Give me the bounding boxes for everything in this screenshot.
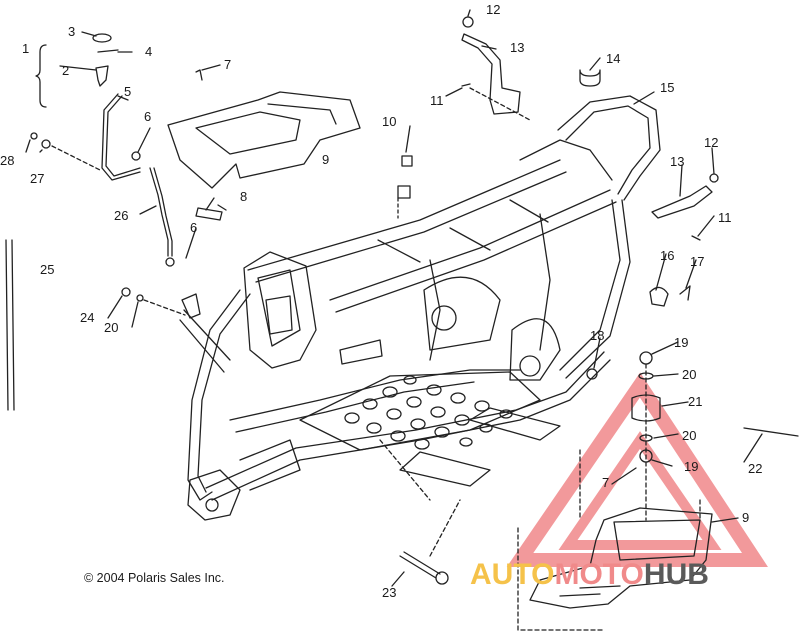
part-18-nut <box>586 368 598 380</box>
part-21-mount <box>631 394 661 422</box>
label-11-lower: 11 <box>718 210 732 225</box>
label-20-left: 20 <box>104 320 119 335</box>
label-23: 23 <box>382 585 397 600</box>
part-5-lever <box>101 93 141 181</box>
label-22: 22 <box>748 461 763 476</box>
part-8-bushing <box>195 207 223 221</box>
label-4: 4 <box>145 44 153 59</box>
label-17: 17 <box>690 254 705 269</box>
label-6-lower: 6 <box>190 220 198 235</box>
label-11-upper: 11 <box>430 93 444 108</box>
part-9-plate-lower <box>529 507 713 609</box>
label-16: 16 <box>660 248 675 263</box>
part-4-pin <box>97 49 119 53</box>
label-8: 8 <box>240 189 248 204</box>
part-28-fastener <box>30 132 38 140</box>
label-13-upper: 13 <box>510 40 525 55</box>
label-19-lower: 19 <box>684 459 699 474</box>
watermark-logo <box>506 372 768 567</box>
part-10-clip <box>401 155 413 167</box>
part-26-rod <box>149 167 169 257</box>
part-27-washer <box>41 139 51 149</box>
floorboard-holes <box>344 375 513 450</box>
label-10: 10 <box>382 114 397 129</box>
label-20-upper: 20 <box>682 367 697 382</box>
part-3-cap <box>92 33 112 43</box>
label-27: 27 <box>30 171 45 186</box>
label-2: 2 <box>62 63 70 78</box>
watermark-auto: AUTO <box>470 558 555 591</box>
label-18: 18 <box>590 328 605 343</box>
label-7-upper: 7 <box>224 57 232 72</box>
part-25-rod <box>5 239 15 411</box>
part-19-nut-upper <box>639 351 653 365</box>
label-26: 26 <box>114 208 129 223</box>
part-16-clamp <box>649 286 669 307</box>
watermark-moto: MOTO <box>554 558 644 591</box>
part-11-screw-right <box>691 235 701 241</box>
part-2-grip <box>95 65 109 87</box>
part-6-pivot <box>131 151 141 161</box>
part-14-bumper <box>579 69 601 87</box>
label-21: 21 <box>688 394 703 409</box>
label-28: 28 <box>0 153 15 168</box>
label-24: 24 <box>80 310 95 325</box>
label-9-lower: 9 <box>742 510 750 525</box>
part-20-washer-left <box>136 294 144 302</box>
label-20-lower: 20 <box>682 428 697 443</box>
part-13-bracket <box>461 33 521 115</box>
label-13-lower: 13 <box>670 154 685 169</box>
watermark-hub: HUB <box>643 558 709 591</box>
part-17-clip <box>679 285 691 301</box>
label-6-upper: 6 <box>144 109 152 124</box>
watermark-text: AUTOMOTOHUB <box>470 558 709 592</box>
part-24-nut <box>121 287 131 297</box>
part-12-nut <box>462 16 474 28</box>
part-7-screw <box>195 69 203 81</box>
part-13-bracket-right <box>651 185 713 219</box>
group-bracket <box>35 44 47 108</box>
label-19-upper: 19 <box>674 335 689 350</box>
part-12-nut-right <box>709 173 719 183</box>
copyright-notice: © 2004 Polaris Sales Inc. <box>84 571 225 585</box>
part-22-cable <box>743 427 799 437</box>
label-3: 3 <box>68 24 76 39</box>
label-5: 5 <box>124 84 132 99</box>
label-1: 1 <box>22 41 30 56</box>
label-25: 25 <box>40 262 55 277</box>
main-frame <box>179 95 661 521</box>
label-12-upper: 12 <box>486 2 501 17</box>
label-15: 15 <box>660 80 675 95</box>
label-12-lower: 12 <box>704 135 719 150</box>
label-14: 14 <box>606 51 621 66</box>
label-9-upper: 9 <box>322 152 330 167</box>
part-23-bolt <box>403 551 441 575</box>
label-7-lower: 7 <box>602 475 610 490</box>
part-9-plate-upper <box>167 91 361 189</box>
